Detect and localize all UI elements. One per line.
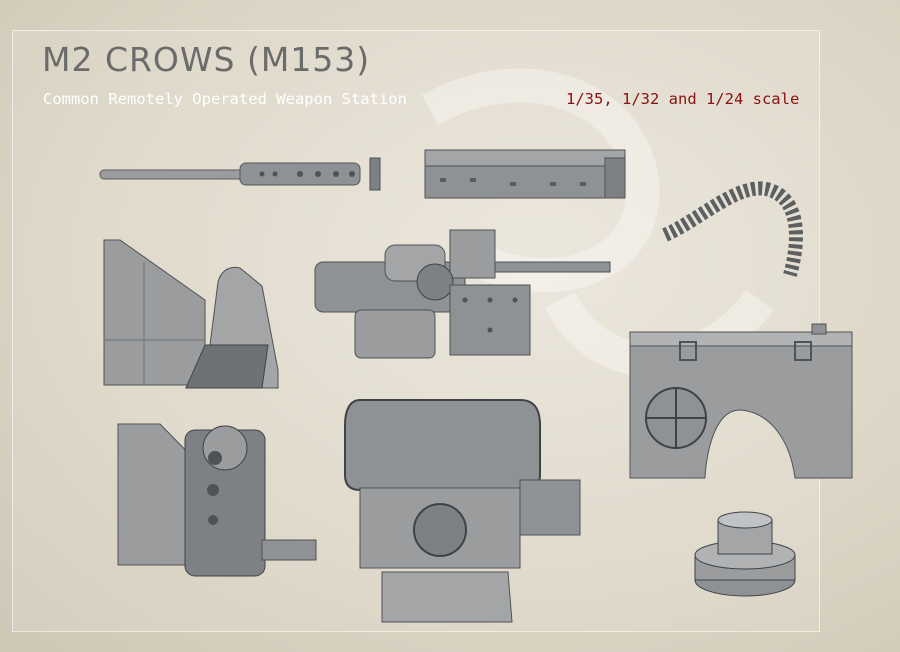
cradle-part bbox=[314, 229, 611, 359]
ammo-box-part bbox=[629, 323, 853, 479]
receiver-part bbox=[424, 149, 626, 199]
scale-label: 1/35, 1/32 and 1/24 scale bbox=[566, 90, 800, 108]
turntable-base-part bbox=[694, 511, 796, 597]
pedestal-part bbox=[117, 423, 317, 577]
side-plates-part bbox=[103, 239, 279, 389]
sensor-housing-part bbox=[344, 399, 581, 623]
page-title: M2 CROWS (M153) bbox=[42, 40, 371, 79]
page-subtitle: Common Remotely Operated Weapon Station bbox=[43, 90, 407, 108]
barrel-part bbox=[99, 157, 381, 191]
ammo-belt-part bbox=[662, 181, 803, 277]
